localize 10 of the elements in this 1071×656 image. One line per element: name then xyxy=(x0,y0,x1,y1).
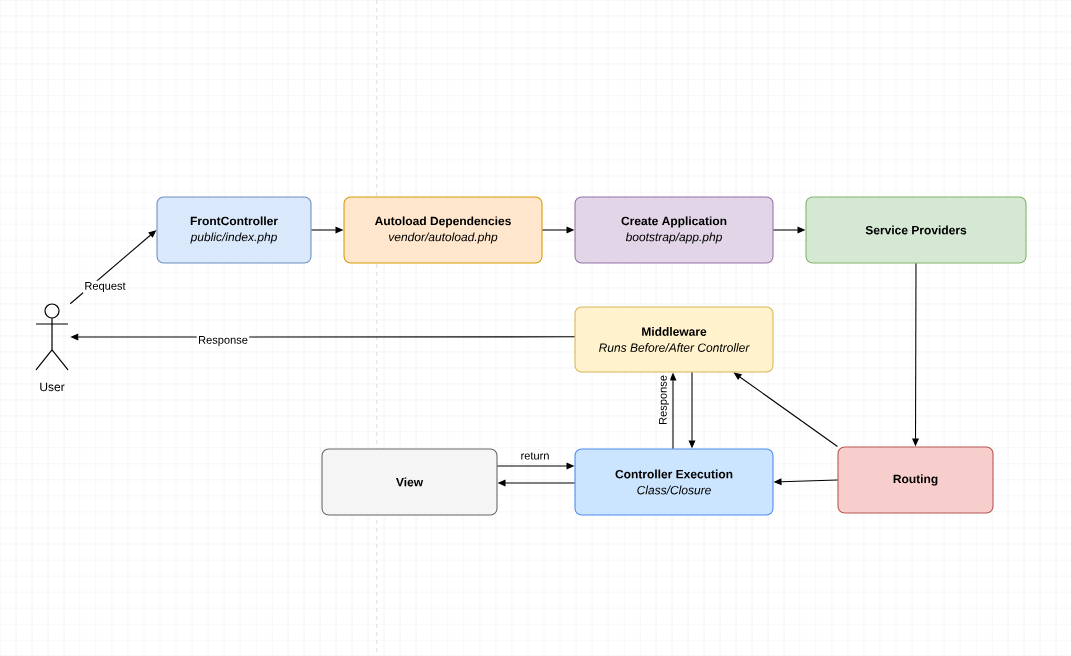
process-box: Create Application bootstrap/app.php xyxy=(574,196,774,264)
process-box: View xyxy=(321,448,498,516)
process-box: Autoload Dependencies vendor/autoload.php xyxy=(343,196,543,264)
process-box: Routing xyxy=(837,446,994,514)
process-box: FrontController public/index.php xyxy=(156,196,312,264)
process-box: Controller Execution Class/Closure xyxy=(574,448,774,516)
process-box: Service Providers xyxy=(805,196,1027,264)
person-label: User xyxy=(40,382,65,392)
edge-label: return xyxy=(519,451,551,461)
process-box: Middleware Runs Before/After Controller xyxy=(574,306,774,373)
